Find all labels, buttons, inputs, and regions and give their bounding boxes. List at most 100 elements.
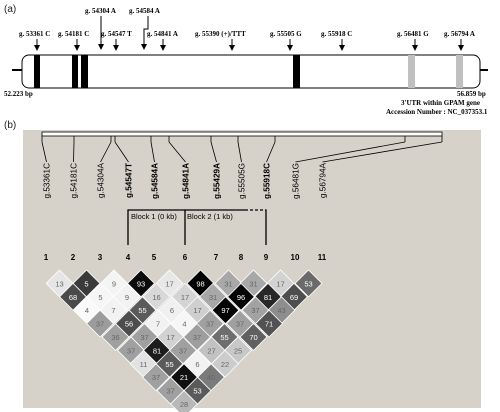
ld-cell-diamond (227, 282, 255, 311)
ld-cell-diamond (101, 323, 130, 351)
ld-value: 81 (264, 293, 272, 302)
snp-marker: g. 56481 G (397, 30, 429, 51)
ld-cell: 16 (142, 282, 171, 311)
exon-block (72, 55, 78, 88)
ld-value: 71 (265, 320, 273, 329)
marker-name: g.53361C (43, 163, 52, 199)
snp-marker: g. 54181 C (58, 30, 89, 51)
marker-connector (237, 141, 242, 163)
ld-cell-diamond (142, 363, 170, 392)
snp-marker: g. 54841 A (147, 30, 178, 51)
ld-value: 37 (140, 333, 148, 342)
marker-name: g.56481G (292, 163, 301, 199)
snp-label: g. 54547 T (101, 30, 132, 38)
marker-connector (41, 141, 47, 163)
block-2-bracket-end (265, 209, 267, 245)
ld-cell-diamond (170, 390, 198, 412)
marker-connector (210, 141, 217, 163)
utr-note: 3'UTR within GPAM gene (401, 99, 480, 107)
snp-marker: g. 55505 G (270, 30, 302, 51)
ld-cell: 68 (59, 282, 87, 311)
snp-label: g. 56481 G (397, 30, 429, 38)
exon-block (81, 55, 88, 88)
ld-value: 11 (140, 360, 148, 369)
ld-value: 37 (179, 346, 187, 355)
ld-value: 7 (111, 306, 115, 315)
snp-label: g. 54841 A (147, 30, 178, 38)
marker-name: g.54584A (151, 163, 160, 199)
snp-row: g. 53361 C g. 54181 C g. 54547 T g. 54841 A… (19, 30, 475, 51)
snp-label: g. 56794 A (444, 30, 475, 38)
snp-label: g. 54584 A (129, 7, 160, 15)
marker-name: g.54841A (182, 163, 191, 199)
snp-label: g. 53361 C (19, 30, 50, 38)
ld-cell: 28 (170, 390, 198, 412)
ld-value: 17 (276, 279, 284, 288)
marker-connector (295, 141, 406, 163)
ld-value: 55 (138, 306, 146, 315)
ld-value: 27 (207, 346, 215, 355)
snp-marker: g. 55390 (+)/TTT (195, 30, 246, 51)
ld-value: 36 (111, 333, 119, 342)
ld-value: 31 (224, 279, 232, 288)
ld-value: 28 (180, 400, 188, 409)
marker-connector (73, 141, 75, 163)
exon-block (34, 55, 40, 88)
ld-cell-diamond (127, 269, 155, 298)
ld-value: 37 (206, 320, 214, 329)
marker-name: g.55429A (213, 163, 222, 199)
ld-value: 25 (234, 346, 242, 355)
block-1-bracket (127, 209, 186, 245)
ld-cell: 53 (294, 269, 323, 298)
exon-block (293, 55, 300, 88)
ld-value: 22 (221, 360, 229, 369)
marker-name: g.54304A (97, 162, 106, 198)
snp-label: g. 55505 G (270, 30, 302, 38)
ld-value: 37 (152, 373, 160, 382)
marker-index: 2 (71, 253, 76, 262)
ld-value: 31 (249, 279, 257, 288)
ld-value: 4 (85, 306, 89, 315)
gene-start-label: 52.223 bp (4, 90, 33, 98)
ld-value: 17 (166, 333, 174, 342)
panel-b-label: (b) (4, 120, 16, 131)
ld-cell: 93 (127, 269, 155, 298)
ld-value: 97 (221, 306, 229, 315)
ld-value: 81 (153, 346, 161, 355)
ld-value: 93 (137, 279, 145, 288)
ld-value: 53 (304, 279, 312, 288)
ld-cell-diamond (142, 282, 171, 311)
snp-marker: g. 55918 C (321, 30, 352, 51)
ld-cell-diamond (211, 349, 239, 378)
block-1-label: Block 1 (0 kb) (131, 212, 177, 221)
ld-value: 37 (251, 306, 259, 315)
ld-cell: 37 (86, 309, 114, 338)
ld-cell-diamond (294, 269, 323, 298)
ld-cell-diamond (86, 309, 114, 338)
snp-marker: g. 56794 A (444, 30, 475, 51)
snp-marker: g. 54304 A (85, 7, 116, 50)
ld-value: 37 (166, 387, 174, 396)
ld-value: 4 (182, 320, 186, 329)
marker-connector (114, 141, 129, 163)
ld-value: 9 (112, 279, 116, 288)
snp-arrow (143, 16, 149, 46)
ld-value: 40 (207, 373, 215, 382)
marker-index: 10 (291, 253, 300, 262)
block-2-label: Block 2 (1 kb) (187, 212, 233, 221)
ld-cell: 37 (142, 363, 170, 392)
ld-value: 96 (237, 293, 245, 302)
ld-value: 53 (193, 387, 201, 396)
ld-cell-diamond (255, 309, 283, 338)
ld-value: 5 (84, 279, 88, 288)
gene-end-label: 56.859 bp (457, 90, 486, 98)
ld-value: 37 (96, 320, 104, 329)
snp-label: g. 55390 (+)/TTT (195, 30, 246, 38)
marker-index: 11 (318, 253, 327, 262)
utr-block (456, 55, 463, 88)
utr-block (408, 55, 415, 88)
accession-note: Accession Number : NC_037353.1 (386, 108, 488, 116)
marker-name: g.55918C (263, 163, 272, 199)
ld-value: 9 (125, 293, 129, 302)
ld-cell: 70 (239, 323, 268, 351)
